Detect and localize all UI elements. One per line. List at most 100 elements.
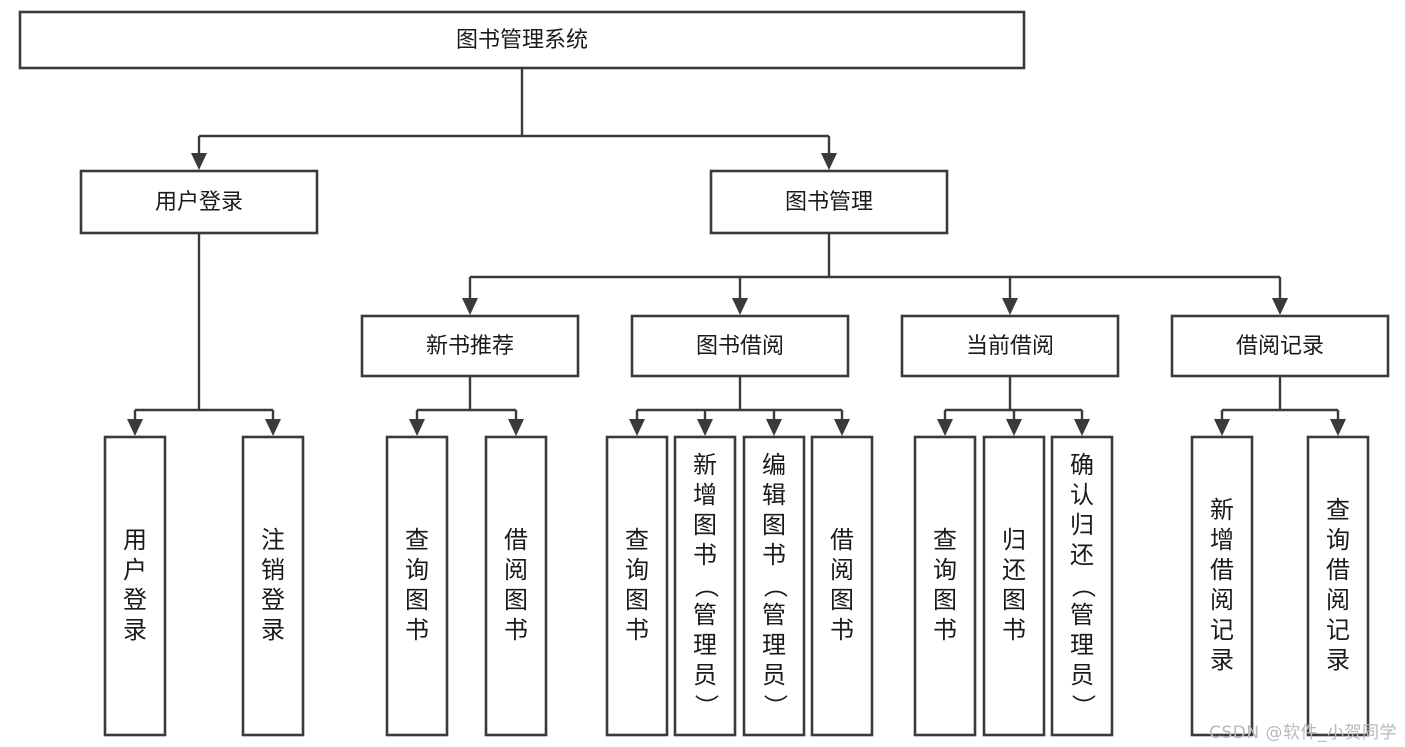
node-label-char: 阅 xyxy=(1326,586,1350,614)
node-label-char: 书 xyxy=(830,616,854,644)
connector-c-borrow-bus xyxy=(629,376,850,436)
node-box-leaf-edit-book-admin xyxy=(742,435,806,737)
node-label-char: 查 xyxy=(1326,496,1350,524)
connector-c-recommend-bus xyxy=(409,376,524,436)
node-label-char: 员 xyxy=(693,661,717,689)
node-label-char: 阅 xyxy=(830,556,854,584)
node-label-char: 辑 xyxy=(762,481,786,509)
connector-c-current-bus xyxy=(937,376,1090,436)
node-box-leaf-user-logout xyxy=(241,435,305,737)
node-label: 用户登录 xyxy=(155,190,243,215)
node-label-char: 还 xyxy=(1002,556,1026,584)
node-label-char: 确 xyxy=(1070,451,1094,479)
node-label-char: 图 xyxy=(625,586,649,614)
node-label-char: 增 xyxy=(1210,526,1234,554)
node-label-char: 图 xyxy=(693,511,717,539)
node-label-char: 销 xyxy=(261,556,285,584)
connector-c-bookmanage-bus xyxy=(462,233,1288,315)
node-label-char: 图 xyxy=(504,586,528,614)
node-box-leaf-borrow-book xyxy=(810,435,874,737)
node-label-char: 询 xyxy=(1326,526,1350,554)
node-label-char: 借 xyxy=(830,526,854,554)
node-label: 借阅记录 xyxy=(1236,334,1324,359)
node-label-char: 新 xyxy=(693,451,717,479)
node-label-char: 理 xyxy=(762,631,786,659)
node-label-char: 记 xyxy=(1326,616,1350,644)
node-label-char: 录 xyxy=(261,616,285,644)
node-label-char: 查 xyxy=(405,526,429,554)
node-layer: 图书管理系统用户登录图书管理新书推荐图书借阅当前借阅借阅记录用户登录注销登录查询… xyxy=(18,10,1390,737)
node-book-borrow[interactable]: 图书借阅 xyxy=(630,314,850,378)
node-label: 图书管理系统 xyxy=(456,28,588,53)
node-label-char: 图 xyxy=(762,511,786,539)
node-box-leaf-query-book-recommend xyxy=(385,435,449,737)
node-label-char: 图 xyxy=(405,586,429,614)
connector-layer xyxy=(127,68,1346,436)
node-label-char: （ xyxy=(692,574,720,598)
node-label-char: 询 xyxy=(405,556,429,584)
node-label-char: （ xyxy=(761,574,789,598)
node-box-user-login xyxy=(79,169,319,235)
node-label-char: 查 xyxy=(933,526,957,554)
node-box-leaf-confirm-return-admin xyxy=(1050,435,1114,737)
node-label-char: 新 xyxy=(1210,496,1234,524)
node-label-char: 书 xyxy=(933,616,957,644)
node-label-char: 理 xyxy=(1070,631,1094,659)
node-label-char: 管 xyxy=(762,601,786,629)
node-box-leaf-add-borrow-record xyxy=(1190,435,1254,737)
node-label-char: 还 xyxy=(1070,541,1094,569)
node-leaf-user-login[interactable]: 用户登录 xyxy=(103,435,167,737)
node-label-char: 员 xyxy=(762,661,786,689)
node-label-char: 注 xyxy=(261,526,285,554)
node-label-char: 录 xyxy=(1210,646,1234,674)
node-label-char: 图 xyxy=(933,586,957,614)
node-label-char: 认 xyxy=(1070,481,1094,509)
node-label-char: 用 xyxy=(123,526,147,554)
node-current-borrow[interactable]: 当前借阅 xyxy=(900,314,1120,378)
node-label-char: 借 xyxy=(1326,556,1350,584)
node-label-char: ） xyxy=(692,694,720,718)
node-user-login[interactable]: 用户登录 xyxy=(79,169,319,235)
node-label-char: 借 xyxy=(1210,556,1234,584)
node-label-char: 户 xyxy=(123,556,147,584)
node-label-char: 归 xyxy=(1002,526,1026,554)
node-label-char: 记 xyxy=(1210,616,1234,644)
node-new-book-recommend[interactable]: 新书推荐 xyxy=(360,314,580,378)
node-box-new-book-recommend xyxy=(360,314,580,378)
connector-c-record-bus xyxy=(1214,376,1346,436)
node-label-char: 阅 xyxy=(1210,586,1234,614)
node-book-manage[interactable]: 图书管理 xyxy=(709,169,949,235)
connector-c-userlogin-bus xyxy=(127,233,281,436)
node-root[interactable]: 图书管理系统 xyxy=(18,10,1026,70)
node-label-char: ） xyxy=(761,694,789,718)
node-label: 图书管理 xyxy=(785,190,873,215)
node-label-char: 登 xyxy=(123,586,147,614)
node-box-leaf-return-book xyxy=(982,435,1046,737)
node-label-char: 员 xyxy=(1070,661,1094,689)
node-borrow-record[interactable]: 借阅记录 xyxy=(1170,314,1390,378)
node-box-borrow-record xyxy=(1170,314,1390,378)
node-label-char: 编 xyxy=(762,451,786,479)
node-label-char: 录 xyxy=(123,616,147,644)
node-label-char: 询 xyxy=(625,556,649,584)
node-label-char: 管 xyxy=(1070,601,1094,629)
node-box-leaf-borrow-book-recommend xyxy=(484,435,548,737)
node-label: 新书推荐 xyxy=(426,334,514,359)
node-label-char: 阅 xyxy=(504,556,528,584)
node-label-char: 登 xyxy=(261,586,285,614)
node-label-char: ） xyxy=(1069,694,1097,718)
node-label-char: 图 xyxy=(1002,586,1026,614)
